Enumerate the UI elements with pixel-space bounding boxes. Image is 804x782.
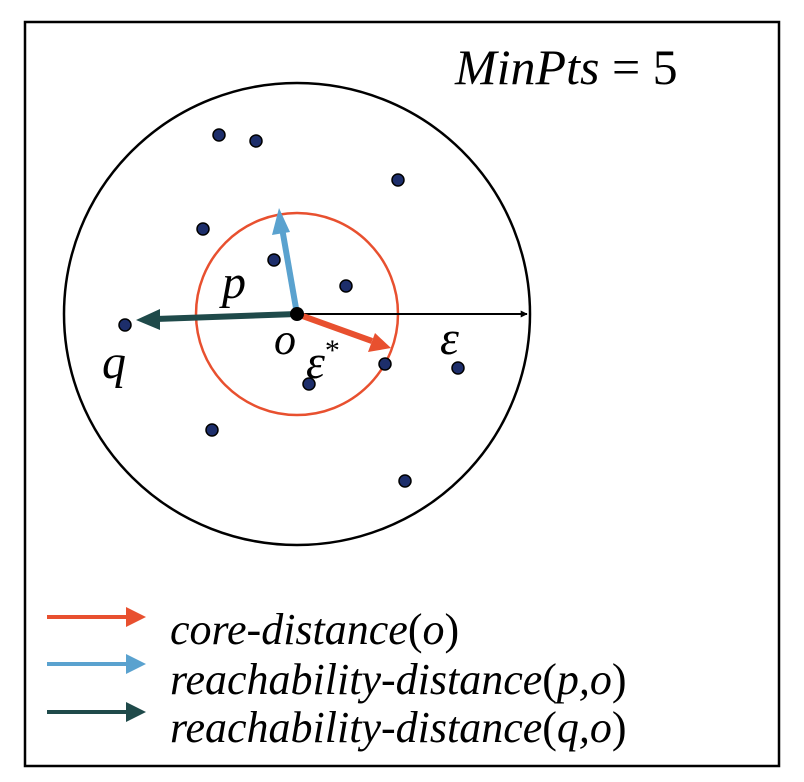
core-distance-arrow xyxy=(295,311,391,352)
data-point xyxy=(249,134,263,148)
legend-close-paren: ) xyxy=(612,655,627,704)
legend-label-reach-p: reachability-distance(p,o) xyxy=(170,655,627,704)
label-p: p xyxy=(219,256,246,309)
reach-p-arrow xyxy=(272,208,300,315)
legend-item-core-distance: core-distance(o) xyxy=(47,605,459,654)
legend-name: core-distance xyxy=(170,605,408,654)
label-o: o xyxy=(274,315,296,364)
legend-label-core-distance: core-distance(o) xyxy=(170,605,459,654)
legend-item-reach-q: reachability-distance(q,o) xyxy=(47,702,627,752)
epsilon-star-symbol: ε xyxy=(306,336,325,389)
data-point xyxy=(196,222,210,236)
legend-close-paren: ) xyxy=(612,703,627,752)
data-point-p xyxy=(267,253,281,267)
data-point xyxy=(205,423,219,437)
legend-open-paren: ( xyxy=(542,703,557,752)
core-point-o xyxy=(290,307,304,321)
legend-open-paren: ( xyxy=(542,655,557,704)
epsilon-circle xyxy=(62,81,532,547)
data-point-q xyxy=(118,318,132,332)
epsilon-star-sup: * xyxy=(325,334,340,367)
data-point xyxy=(451,361,465,375)
legend-label-reach-q: reachability-distance(q,o) xyxy=(170,703,627,752)
legend-item-reach-p: reachability-distance(p,o) xyxy=(47,654,627,704)
minpts-label: MinPts xyxy=(454,39,599,95)
legend-name: reachability-distance xyxy=(170,655,542,704)
label-epsilon-star: ε* xyxy=(306,334,340,389)
legend-close-paren: ) xyxy=(445,605,460,654)
diagram-frame xyxy=(23,20,781,768)
minpts-value: 5 xyxy=(653,39,678,95)
label-epsilon: ε xyxy=(440,312,459,365)
legend-args: p,o xyxy=(554,655,612,704)
data-point xyxy=(398,474,412,488)
minpts-equals: = xyxy=(599,39,652,95)
data-point xyxy=(339,279,353,293)
data-point xyxy=(378,357,392,371)
legend-open-paren: ( xyxy=(408,605,423,654)
legend-args: o xyxy=(423,605,445,654)
data-point xyxy=(302,377,316,391)
minpts-title: MinPts = 5 xyxy=(454,39,678,95)
legend: core-distance(o) reachability-distance(p… xyxy=(47,605,627,752)
data-point xyxy=(391,173,405,187)
data-point xyxy=(212,128,226,142)
data-points xyxy=(118,128,465,488)
label-q: q xyxy=(102,336,126,389)
legend-name: reachability-distance xyxy=(170,703,542,752)
reach-q-arrow xyxy=(136,309,298,330)
legend-args: q,o xyxy=(557,703,612,752)
